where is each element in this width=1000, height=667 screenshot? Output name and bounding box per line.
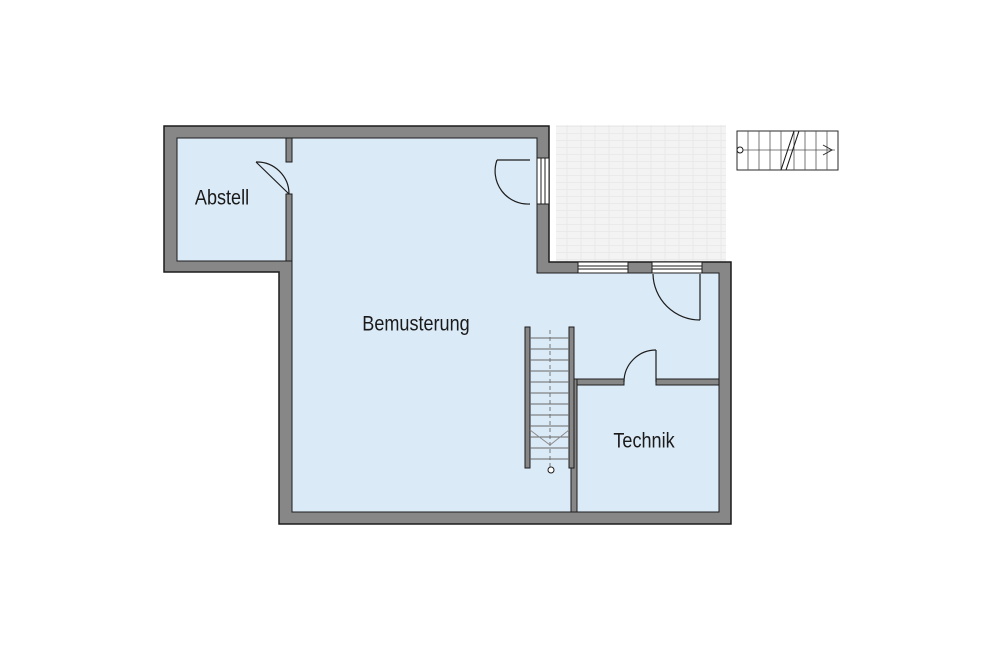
- room-label-technik: Technik: [613, 429, 674, 453]
- stair-start-marker: [547, 466, 555, 474]
- window-east: [536, 157, 550, 205]
- room-label-abstell: Abstell: [195, 186, 249, 210]
- door-abstell: [255, 161, 290, 195]
- exterior-stair-symbol: [736, 130, 839, 171]
- wall-technik-north-right: [655, 378, 720, 386]
- wall-technik-north-left: [573, 378, 625, 386]
- staircase: [524, 326, 575, 474]
- wall-abstell-upper: [285, 137, 293, 163]
- door-technik: [623, 349, 657, 383]
- window-north-left: [577, 261, 629, 274]
- window-north-right: [651, 261, 703, 274]
- wall-abstell-lower: [285, 193, 293, 262]
- exterior-stair-marker: [736, 146, 744, 154]
- door-upper-hall: [494, 159, 531, 205]
- room-label-bemusterung: Bemusterung: [362, 312, 469, 336]
- terrace-area: [556, 125, 726, 262]
- door-north-section: [652, 273, 701, 321]
